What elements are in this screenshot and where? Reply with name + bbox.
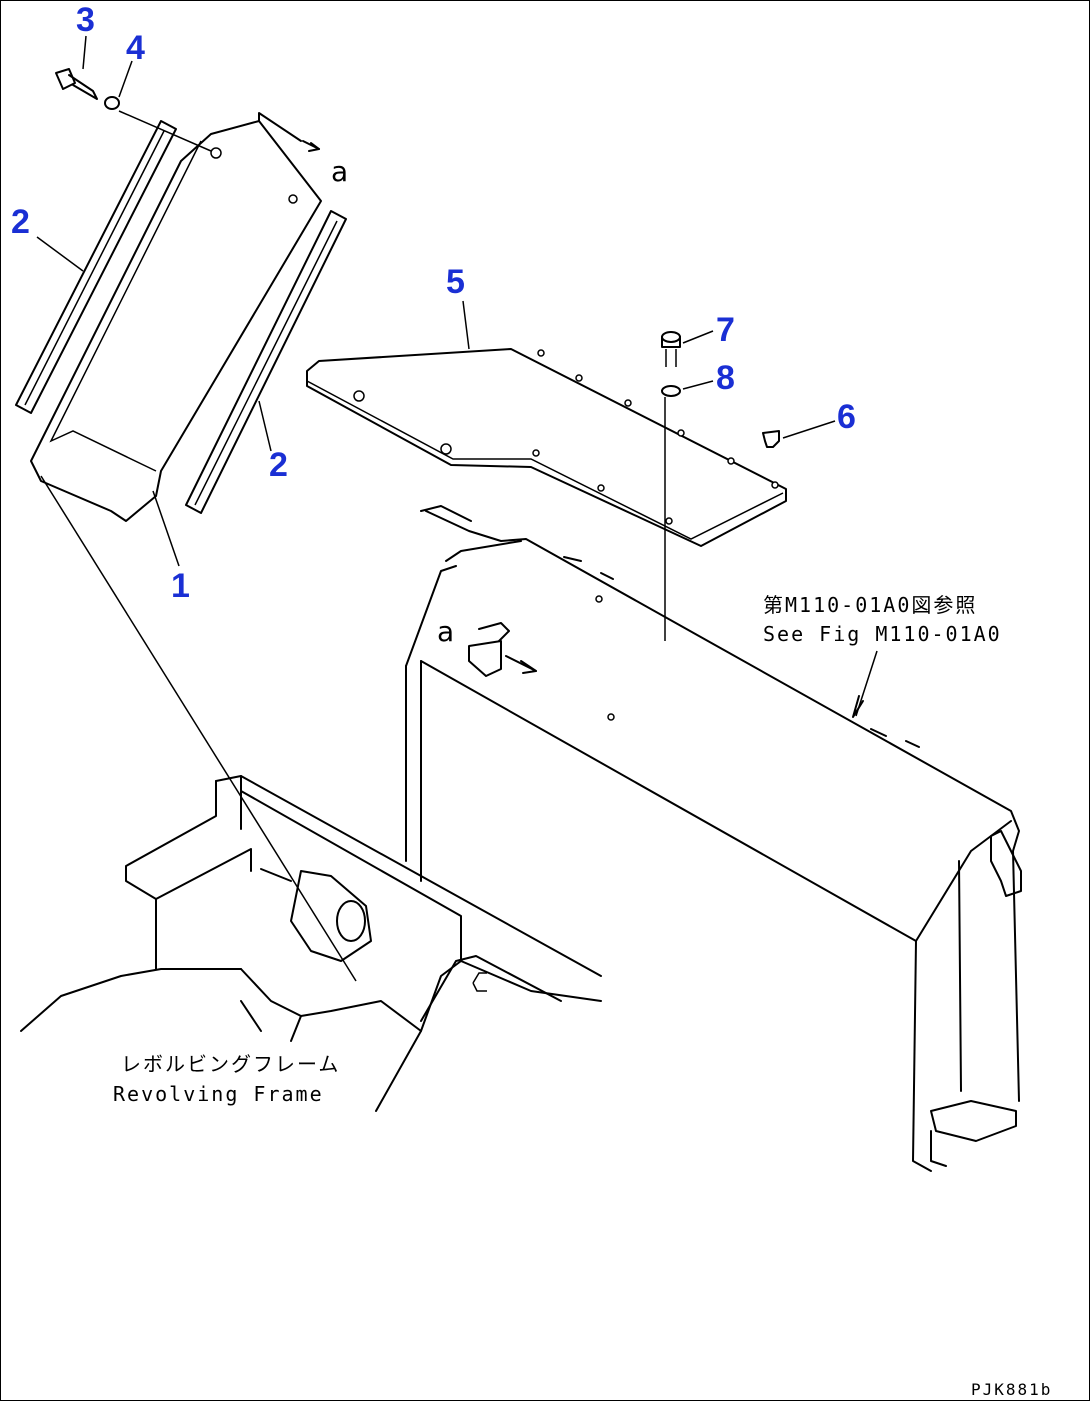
- leader-6: [782, 420, 836, 439]
- callout-2-right: 2: [269, 446, 288, 484]
- reference-note-jp: 第M110-01A0図参照: [763, 593, 977, 617]
- seal-strip-right-part-2: [185, 210, 347, 514]
- bolt-part-3: [55, 68, 98, 100]
- clip-part-6: [762, 430, 780, 448]
- reference-note-en: See Fig M110-01A0: [763, 622, 1002, 646]
- box-body: [405, 505, 1022, 1172]
- drawing-code: PJK881b: [971, 1380, 1052, 1399]
- fastener-leader: [118, 110, 212, 152]
- frame-label-en: Revolving Frame: [113, 1082, 324, 1106]
- leader-2b: [258, 400, 272, 452]
- view-marker-a-mid: a: [437, 615, 454, 648]
- callout-1: 1: [171, 567, 190, 605]
- revolving-frame: [20, 775, 602, 1112]
- view-marker-mid: [468, 622, 537, 677]
- leader-8: [682, 380, 714, 390]
- leader-5: [462, 300, 470, 350]
- washer-part-8: [661, 385, 681, 397]
- seal-strip-left-part-2: [15, 120, 177, 414]
- leader-2a: [36, 236, 84, 272]
- frame-label-jp: レボルビングフレーム: [121, 1052, 340, 1076]
- leader-3: [82, 35, 87, 70]
- callout-8: 8: [716, 359, 735, 397]
- callout-5: 5: [446, 263, 465, 301]
- cover-leader-to-frame: [40, 475, 357, 982]
- leader-7: [682, 330, 714, 344]
- callout-4: 4: [126, 29, 145, 67]
- leader-4: [118, 60, 133, 98]
- callout-3: 3: [76, 1, 95, 39]
- callout-7: 7: [716, 311, 735, 349]
- leader-1: [152, 490, 180, 567]
- view-marker-a-top: a: [331, 155, 348, 188]
- callout-6: 6: [837, 398, 856, 436]
- plate-part-5: [306, 348, 787, 547]
- cover-part-1: [30, 112, 322, 522]
- washer-part-4: [104, 96, 120, 110]
- callout-2-left: 2: [11, 203, 30, 241]
- bolt-part-7: [661, 331, 681, 367]
